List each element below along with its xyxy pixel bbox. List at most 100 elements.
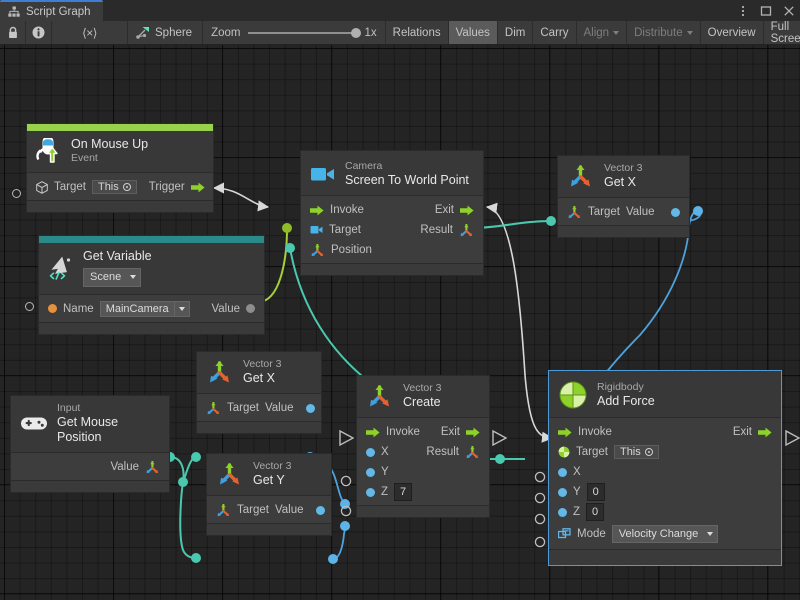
port-name-input[interactable] — [48, 304, 57, 314]
z-value-field[interactable]: 0 — [586, 502, 605, 522]
exit-label: Exit — [434, 204, 454, 217]
node-input-get-mouse-position[interactable]: Input Get Mouse Position Value — [10, 395, 170, 494]
toolbar-button-values[interactable]: Values — [448, 21, 498, 44]
node-footer — [197, 421, 321, 434]
node-body: Target Value — [197, 393, 321, 422]
row-value: Value — [11, 457, 169, 477]
target-label: Target — [237, 504, 269, 517]
flow-arrow-icon[interactable] — [366, 427, 380, 438]
toolbar-button-carry[interactable]: Carry — [533, 21, 577, 44]
flow-arrow-icon[interactable] — [460, 205, 474, 216]
port-value-output[interactable] — [671, 207, 680, 217]
zoom-slider[interactable] — [247, 27, 361, 38]
result-label: Result — [420, 224, 453, 237]
node-subtitle: Rigidbody — [597, 380, 644, 393]
x-label: X — [573, 466, 581, 478]
flow-arrow-icon[interactable] — [190, 182, 205, 193]
toolbar-button-label: Values — [455, 26, 490, 39]
node-on-mouse-up[interactable]: On Mouse Up Event Target This Trigger — [26, 123, 214, 214]
flow-arrow-icon[interactable] — [758, 427, 772, 438]
tab-script-graph[interactable]: Script Graph — [0, 0, 103, 21]
graph-canvas[interactable]: On Mouse Up Event Target This Trigger — [0, 45, 800, 600]
chevron-down-icon — [707, 531, 714, 536]
zoom-slider-knob[interactable] — [350, 27, 361, 38]
variable-name-value: MainCamera — [99, 300, 174, 317]
toolbar-button-full-screen[interactable]: Full Screen — [764, 21, 800, 45]
breadcrumb[interactable]: Sphere — [128, 21, 204, 44]
node-get-variable[interactable]: Get Variable Scene Name MainCamera — [38, 235, 265, 335]
flow-arrow-icon[interactable] — [558, 427, 572, 438]
node-vector3-get-x-mid[interactable]: Vector 3 Get X Target Value — [196, 351, 322, 435]
z-value-field[interactable]: 7 — [394, 482, 413, 502]
maximize-icon[interactable] — [759, 4, 773, 18]
wire-endpoint — [340, 499, 350, 509]
variable-name-select[interactable]: MainCamera — [99, 300, 190, 317]
mode-label: Mode — [577, 528, 606, 540]
vector3-port-icon[interactable] — [567, 205, 582, 219]
toolbar-button-align[interactable]: Align — [577, 21, 628, 44]
vector3-port-icon[interactable] — [459, 223, 474, 237]
camera-port-icon[interactable] — [310, 225, 323, 235]
code-icon: ⟨×⟩ — [82, 25, 97, 40]
node-vector3-get-y[interactable]: Vector 3 Get Y Target Value — [206, 453, 332, 537]
node-vector3-create[interactable]: Vector 3 Create Invoke Exit — [356, 375, 490, 519]
enum-icon[interactable] — [558, 527, 571, 541]
node-scope-dropdown[interactable]: Scene — [83, 266, 152, 287]
vector3-port-icon[interactable] — [465, 445, 480, 459]
close-icon[interactable] — [782, 4, 796, 18]
wire-endpoint — [340, 521, 350, 531]
node-vector3-get-x-top[interactable]: Vector 3 Get X Target Value — [557, 155, 690, 239]
row-name-value: Name MainCamera Value — [39, 299, 264, 319]
port-onmouseup-target-external[interactable] — [12, 185, 21, 203]
wire-trigger-to-invoke — [212, 182, 270, 212]
toolbar-button-distribute[interactable]: Distribute — [627, 21, 701, 44]
node-subtitle: Vector 3 — [243, 358, 282, 370]
port-x-input[interactable] — [366, 447, 375, 457]
node-screen-to-world-point[interactable]: Camera Screen To World Point Invoke Exit — [300, 150, 484, 277]
zoom-control[interactable]: Zoom 1x — [203, 21, 386, 44]
target-this-selector[interactable]: This — [91, 180, 137, 195]
toolbar-button-relations[interactable]: Relations — [386, 21, 449, 44]
kebab-menu-icon[interactable] — [736, 4, 750, 18]
port-x-input[interactable] — [558, 467, 567, 477]
flow-arrow-icon[interactable] — [466, 427, 480, 438]
row-target-trigger: Target This Trigger — [27, 177, 213, 197]
port-value-output[interactable] — [315, 505, 325, 515]
port-value-output[interactable] — [305, 403, 315, 413]
lock-button[interactable] — [0, 21, 26, 44]
chevron-down-icon[interactable] — [173, 300, 190, 317]
toolbar-button-dim[interactable]: Dim — [498, 21, 534, 44]
toolbar-button-overview[interactable]: Overview — [701, 21, 764, 44]
row-invoke-exit: Invoke Exit — [357, 422, 489, 442]
vector3-port-icon[interactable] — [310, 243, 325, 257]
code-button[interactable]: ⟨×⟩ — [52, 21, 128, 44]
node-body: Value — [11, 452, 169, 481]
node-header: Input Get Mouse Position — [11, 396, 169, 453]
target-picker-icon — [122, 183, 131, 192]
x-label: X — [381, 446, 389, 459]
rigidbody-port-icon[interactable] — [558, 446, 570, 458]
port-z-input[interactable] — [366, 487, 375, 497]
wire-endpoint — [285, 243, 295, 253]
info-button[interactable] — [26, 21, 52, 44]
y-value-field[interactable]: 0 — [586, 482, 605, 502]
scope-dropdown-control[interactable]: Scene — [83, 268, 142, 287]
vector3-port-icon[interactable] — [206, 401, 221, 415]
port-y-input[interactable] — [558, 487, 567, 497]
port-y-input[interactable] — [366, 467, 375, 477]
target-this-selector[interactable]: This — [613, 445, 659, 459]
mode-dropdown[interactable]: Velocity Change — [611, 524, 719, 544]
vector3-port-icon[interactable] — [145, 460, 160, 474]
node-rigidbody-add-force[interactable]: Rigidbody Add Force Invoke Exit — [548, 370, 782, 566]
vector3-port-icon[interactable] — [216, 503, 231, 517]
port-z-input[interactable] — [558, 507, 567, 517]
exit-label: Exit — [732, 426, 752, 438]
exit-label: Exit — [440, 426, 460, 439]
flow-arrow-icon[interactable] — [310, 205, 324, 216]
port-ring — [340, 475, 352, 487]
port-getvariable-name-external[interactable] — [25, 298, 34, 316]
z-label: Z — [573, 506, 581, 518]
toolbar-button-label: Relations — [392, 26, 441, 39]
port-value-output[interactable] — [246, 304, 255, 314]
rigidbody-icon — [558, 380, 588, 410]
